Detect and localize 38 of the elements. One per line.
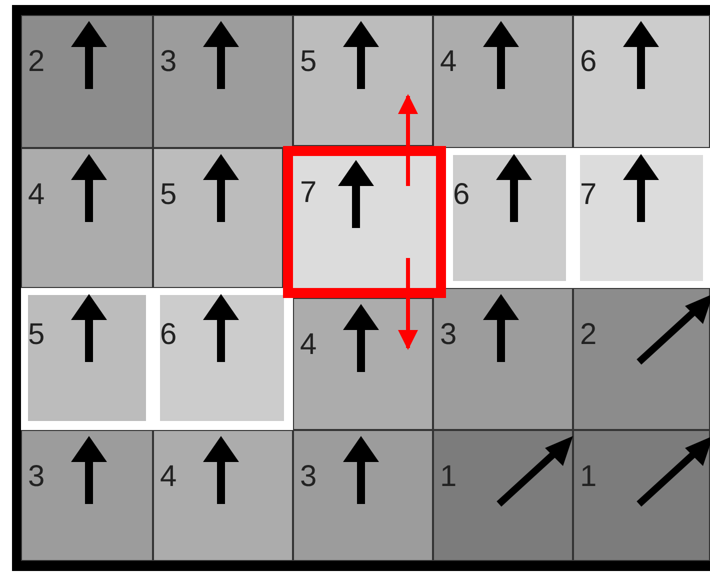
cell-value: 5 [28,320,45,350]
grid-cell [21,430,153,561]
cell-value: 1 [440,462,457,492]
cell-value: 7 [300,178,317,208]
arrow [398,94,418,186]
cell-value: 3 [28,462,45,492]
cell-value: 3 [440,320,457,350]
grid-cell [573,430,710,561]
cell-value: 7 [580,180,597,210]
grid-cell [573,288,710,430]
cell-value: 4 [300,330,317,360]
grid-cell [293,15,433,146]
cell-value: 6 [160,320,177,350]
cell-value: 6 [580,47,597,77]
grid-cell [153,148,283,288]
cell-value: 4 [28,180,45,210]
grid-cell [433,288,573,430]
grid-cell [21,148,153,288]
grid-cell [293,430,433,561]
grid-cell [293,298,433,430]
cell-value: 5 [160,180,177,210]
cell-value: 3 [300,462,317,492]
cell-value: 3 [160,47,177,77]
highlighted-grid-cell [283,146,446,298]
cell-value: 6 [453,180,470,210]
grid-cell [21,15,153,148]
cell-value: 2 [580,320,597,350]
grid-cell [433,15,573,148]
grid-cell [573,15,710,148]
grid-cell [153,15,293,148]
arrow [398,258,418,350]
cell-value: 4 [440,47,457,77]
cell-value: 5 [300,47,317,77]
cell-value: 2 [28,47,45,77]
grid-cell [433,430,573,561]
cell-value: 4 [160,462,177,492]
cell-value: 1 [580,462,597,492]
grid-cell [153,430,293,561]
